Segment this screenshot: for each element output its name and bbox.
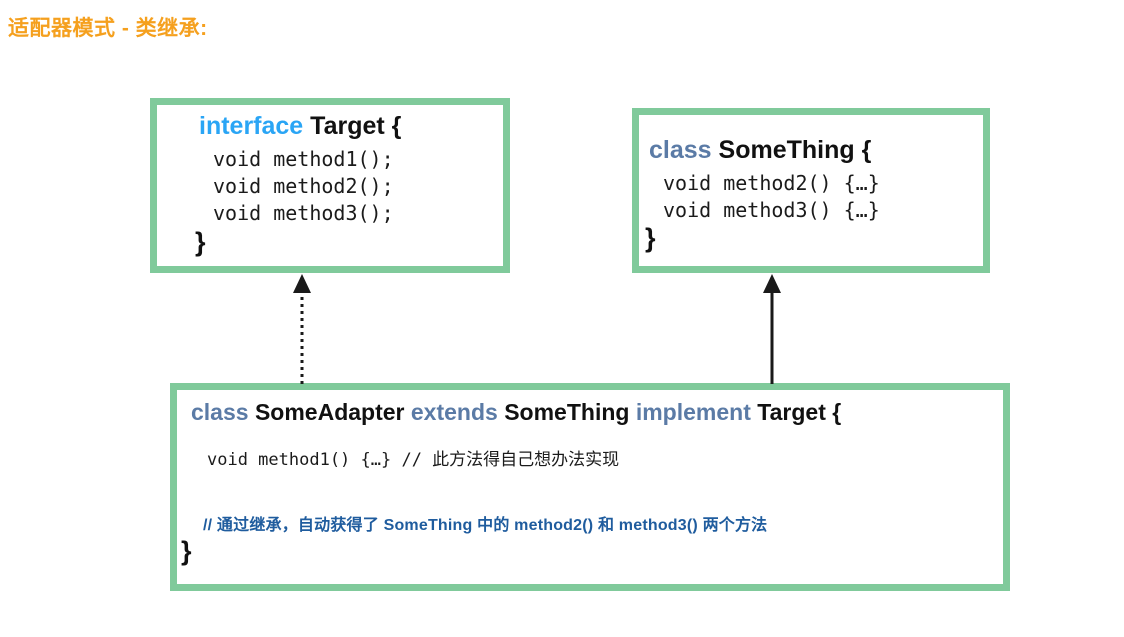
closing-brace: }: [181, 536, 192, 566]
implements-arrow-icon: [293, 274, 311, 384]
type-name-target: Target {: [310, 112, 402, 140]
member-line: void method3();: [213, 201, 394, 225]
declaration-line-adapter: class SomeAdapter extends SomeThing impl…: [191, 399, 842, 425]
closing-brace: }: [195, 227, 206, 257]
member-line-method1: void method1() {…} // 此方法得自己想办法实现: [207, 450, 620, 470]
class-box-target: interface Target { void method1(); void …: [150, 98, 510, 273]
keyword-class: class: [191, 399, 249, 425]
keyword-extends: extends: [410, 399, 498, 425]
member-line: void method3() {…}: [663, 198, 880, 222]
member-line: void method2();: [213, 174, 394, 198]
member-line: void method2() {…}: [663, 171, 880, 195]
supertype-name-something: SomeThing: [504, 399, 630, 425]
extends-arrow-icon: [763, 274, 781, 384]
member-line: void method1();: [213, 147, 394, 171]
keyword-implement: implement: [635, 399, 751, 425]
keyword-interface: interface: [199, 112, 304, 140]
type-name-adapter: SomeAdapter: [254, 399, 405, 425]
declaration-line-target: interface Target {: [199, 112, 402, 141]
class-box-adapter: class SomeAdapter extends SomeThing impl…: [170, 383, 1010, 591]
closing-brace: }: [645, 223, 656, 253]
interface-name-target: Target {: [757, 399, 842, 425]
type-name-something: SomeThing {: [718, 136, 872, 164]
page-title: 适配器模式 - 类继承:: [8, 17, 208, 40]
implements-arrow-head: [293, 274, 311, 293]
inheritance-note-comment: // 通过继承，自动获得了 SomeThing 中的 method2() 和 m…: [203, 517, 768, 534]
keyword-class: class: [649, 136, 712, 164]
declaration-line-something: class SomeThing {: [649, 136, 872, 165]
extends-arrow-head: [763, 274, 781, 293]
class-box-something: class SomeThing { void method2() {…} voi…: [632, 108, 990, 273]
